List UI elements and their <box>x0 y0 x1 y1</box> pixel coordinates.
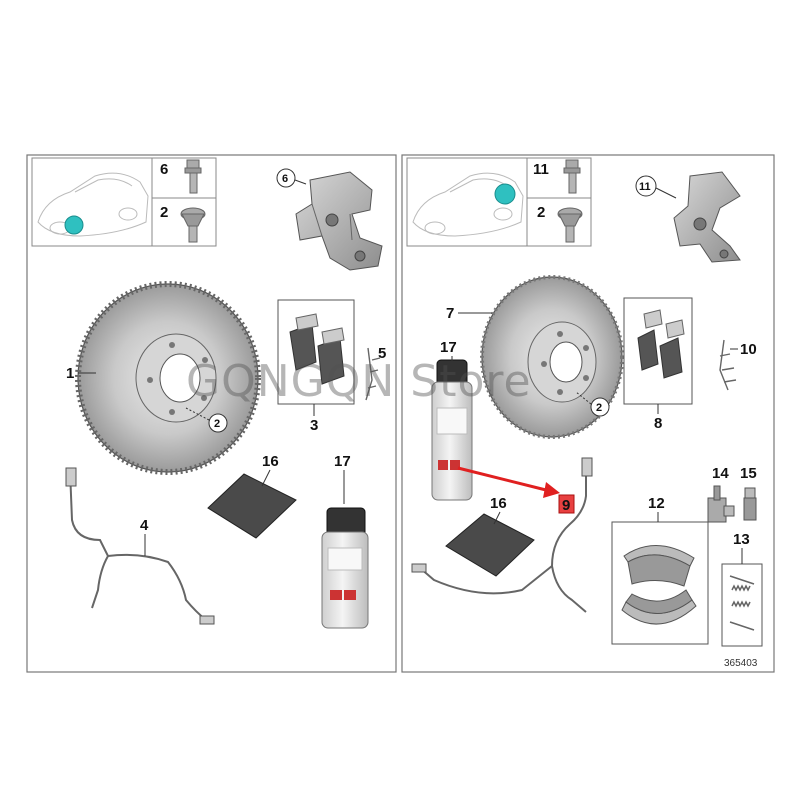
callout-disc-bolt: 2 <box>214 418 220 430</box>
car-outline-icon <box>37 172 149 237</box>
callout-brake-pads: 8 <box>654 415 662 432</box>
store-watermark: GQNGQN Store <box>186 356 532 407</box>
left-panel: 6 2 6 <box>26 154 397 673</box>
pad-spring-illustration <box>719 339 737 391</box>
left-header-part-top: 6 <box>160 161 168 178</box>
brake-disc-illustration <box>480 275 624 439</box>
paste-sachet-illustration <box>445 513 535 577</box>
right-header-part-bottom: 2 <box>537 204 545 221</box>
location-dot-icon <box>64 215 84 235</box>
callout-circle <box>590 397 610 417</box>
fitting-kit-box <box>721 563 763 647</box>
callout-brake-disc: 7 <box>446 305 454 322</box>
callout-caliper-carrier: 6 <box>282 173 288 185</box>
brake-pads-illustration <box>289 313 345 385</box>
part-15-illustration <box>743 487 757 521</box>
callout-brake-shoes: 12 <box>648 495 665 512</box>
callout-paste-sachet: 16 <box>262 453 279 470</box>
right-header-part-top: 11 <box>533 161 549 178</box>
left-header-box: 6 2 <box>31 157 217 247</box>
wear-sensor-illustration <box>411 457 593 613</box>
callout-wear-sensor: 4 <box>140 517 149 534</box>
callout-circle <box>635 175 657 197</box>
right-header-box: 11 2 <box>406 157 592 247</box>
pad-spring-illustration <box>365 347 381 401</box>
screw-icon <box>557 207 583 243</box>
callout-wear-sensor-highlighted: 9 <box>562 497 570 514</box>
reference-number: 365403 <box>724 658 758 669</box>
wear-sensor-illustration <box>65 467 215 625</box>
part-14-illustration <box>707 485 735 523</box>
callout-disc-bolt: 2 <box>596 402 602 414</box>
spray-can-illustration <box>321 507 369 629</box>
highlight-box <box>558 494 575 514</box>
left-header-part-bottom: 2 <box>160 204 168 221</box>
bolt-icon <box>184 159 202 194</box>
brake-pads-illustration <box>637 309 685 379</box>
right-panel: 11 2 11 <box>401 154 775 673</box>
red-arrow-icon <box>457 466 560 498</box>
callout-spray-can: 17 <box>334 453 351 470</box>
callout-pad-spring: 5 <box>378 345 386 362</box>
screw-icon <box>180 207 206 243</box>
callout-part-15: 15 <box>740 465 757 482</box>
brake-shoes-illustration <box>621 545 697 625</box>
caliper-carrier-illustration <box>673 171 741 263</box>
location-dot-icon <box>494 183 516 205</box>
brake-shoes-box <box>611 521 709 645</box>
callout-spray-can: 17 <box>440 339 457 356</box>
callout-fitting-kit: 13 <box>733 531 750 548</box>
callout-part-14: 14 <box>712 465 729 482</box>
callout-pad-spring: 10 <box>740 341 757 358</box>
callout-paste-sachet: 16 <box>490 495 507 512</box>
callout-brake-pads: 3 <box>310 417 318 434</box>
springs-illustration <box>729 575 755 631</box>
callout-brake-disc: 1 <box>66 365 74 382</box>
callout-caliper-carrier: 11 <box>639 181 651 193</box>
paste-sachet-illustration <box>207 473 297 539</box>
callout-circle <box>208 413 228 433</box>
callout-circle <box>276 168 296 188</box>
caliper-carrier-illustration <box>295 171 383 271</box>
bolt-icon <box>563 159 581 194</box>
